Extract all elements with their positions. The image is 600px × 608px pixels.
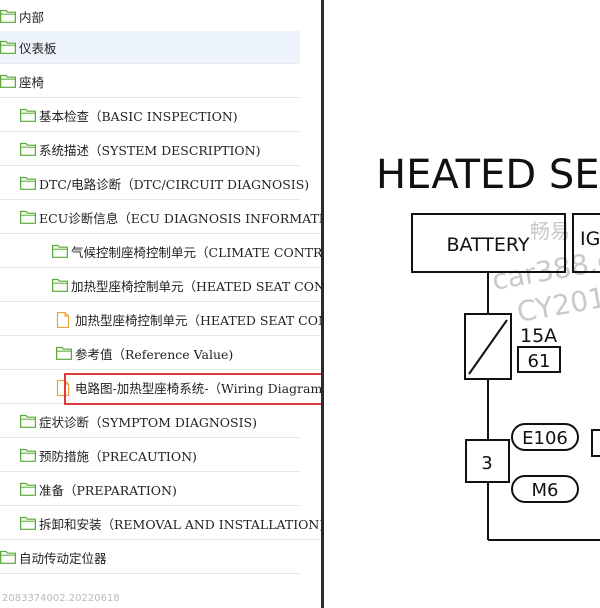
wiring-diagram-pane: 畅易 car388.com CY2019 HEATED SEAT SYSTEM … — [324, 0, 600, 608]
pane-divider[interactable] — [321, 0, 324, 608]
folder-open-icon — [20, 448, 36, 462]
folder-open-icon — [0, 9, 16, 23]
tree-item-label: 预防措施（PRECAUTION) — [39, 448, 197, 464]
document-icon — [56, 311, 72, 329]
folder-open-icon — [56, 346, 72, 360]
tree-item-label: ECU诊断信息（ECU DIAGNOSIS INFORMATION) — [39, 210, 321, 226]
folder-open-icon — [20, 210, 36, 224]
tree-item-label: 自动传动定位器 — [19, 550, 107, 566]
tree-item-label: 参考值（Reference Value) — [75, 346, 234, 362]
tree-item-climate-seat-unit[interactable]: 气候控制座椅控制单元（CLIMATE CONTROLLED SEAT CONTR… — [0, 235, 321, 268]
folder-open-icon — [20, 482, 36, 496]
tree-item-wiring-diagram[interactable]: 电路图-加热型座椅系统-（Wiring Diagram - HEATED SEA… — [0, 371, 321, 404]
folder-open-icon — [20, 176, 36, 190]
watermark-line-1: 畅易 — [530, 219, 570, 243]
tree-item-symptom-diagnosis[interactable]: 症状诊断（SYMPTOM DIAGNOSIS) — [0, 405, 300, 438]
tree-item-reference-value[interactable]: 参考值（Reference Value) — [0, 337, 321, 370]
terminal-label: 3 — [481, 453, 492, 474]
connector-m6-label: M6 — [532, 480, 559, 501]
ignition-box — [572, 213, 600, 273]
tree-item-dashboard[interactable]: 仪表板 — [0, 31, 300, 64]
partial-connector — [591, 429, 600, 457]
connector-e106 — [511, 423, 579, 451]
wiring-diagram: 畅易 car388.com CY2019 HEATED SEAT SYSTEM … — [376, 152, 600, 541]
tree-item-heated-seat-unit-folder[interactable]: 加热型座椅控制单元（HEATED SEAT CONTROL UNIT) — [0, 269, 321, 302]
tree-item-label: 仪表板 — [19, 40, 57, 56]
tree-item-label: 内部 — [19, 9, 45, 25]
tree-item-seat[interactable]: 座椅 — [0, 65, 300, 98]
footer-id-text: 2083374002.20220618 — [2, 593, 120, 604]
connector-e106-label: E106 — [522, 428, 568, 449]
tree-item-inner[interactable]: 内部 — [0, 0, 300, 33]
tree-item-label: 电路图-加热型座椅系统-（Wiring Diagram - HEATED SEA… — [75, 380, 321, 396]
tree-item-label: 系统描述（SYSTEM DESCRIPTION) — [39, 142, 261, 158]
navigation-tree: 内部仪表板座椅基本检查（BASIC INSPECTION) 系统描述（SYSTEM… — [0, 0, 321, 574]
fuse-amperage: 15A — [520, 325, 557, 347]
tree-item-label: 准备（PREPARATION) — [39, 482, 177, 498]
folder-open-icon — [52, 244, 68, 258]
ignition-label: IGNITION — [580, 228, 600, 250]
tree-item-label: 症状诊断（SYMPTOM DIAGNOSIS) — [39, 414, 257, 430]
tree-item-label: 加热型座椅控制单元（HEATED SEAT CONTROL UNIT) — [75, 312, 321, 328]
tree-item-preparation[interactable]: 准备（PREPARATION) — [0, 473, 300, 506]
fuse-number-box — [517, 346, 561, 373]
folder-open-icon — [20, 414, 36, 428]
tree-item-label: 基本检查（BASIC INSPECTION) — [39, 108, 238, 124]
battery-label: BATTERY — [446, 234, 529, 256]
folder-open-icon — [52, 278, 68, 292]
connector-m6 — [511, 475, 579, 503]
tree-item-removal-installation[interactable]: 拆卸和安装（REMOVAL AND INSTALLATION) — [0, 507, 321, 540]
tree-item-basic-inspection[interactable]: 基本检查（BASIC INSPECTION) — [0, 99, 300, 132]
folder-open-icon — [20, 108, 36, 122]
diagram-title: HEATED SEAT SYSTEM — [376, 152, 600, 198]
folder-open-icon — [0, 550, 16, 564]
tree-item-label: DTC/电路诊断（DTC/CIRCUIT DIAGNOSIS) — [39, 176, 310, 192]
tree-item-dtc-circuit[interactable]: DTC/电路诊断（DTC/CIRCUIT DIAGNOSIS) — [0, 167, 309, 200]
tree-item-label: 气候控制座椅控制单元（CLIMATE CONTROLLED SEAT CONTR… — [71, 244, 321, 260]
tree-item-system-description[interactable]: 系统描述（SYSTEM DESCRIPTION) — [0, 133, 300, 166]
tree-item-heated-seat-unit-doc[interactable]: 加热型座椅控制单元（HEATED SEAT CONTROL UNIT) — [0, 303, 321, 336]
tree-item-label: 加热型座椅控制单元（HEATED SEAT CONTROL UNIT) — [71, 278, 321, 294]
tree-item-precaution[interactable]: 预防措施（PRECAUTION) — [0, 439, 300, 472]
tree-item-auto-transmission-locator[interactable]: 自动传动定位器 — [0, 541, 300, 574]
tree-item-label: 座椅 — [19, 74, 45, 90]
folder-open-icon — [20, 516, 36, 530]
tree-item-ecu-diagnosis[interactable]: ECU诊断信息（ECU DIAGNOSIS INFORMATION) — [0, 201, 321, 234]
folder-open-icon — [0, 74, 16, 88]
tree-item-label: 拆卸和安装（REMOVAL AND INSTALLATION) — [39, 516, 321, 532]
document-icon — [56, 379, 72, 397]
folder-open-icon — [0, 40, 16, 54]
folder-open-icon — [20, 142, 36, 156]
fuse-number: 61 — [528, 351, 551, 372]
